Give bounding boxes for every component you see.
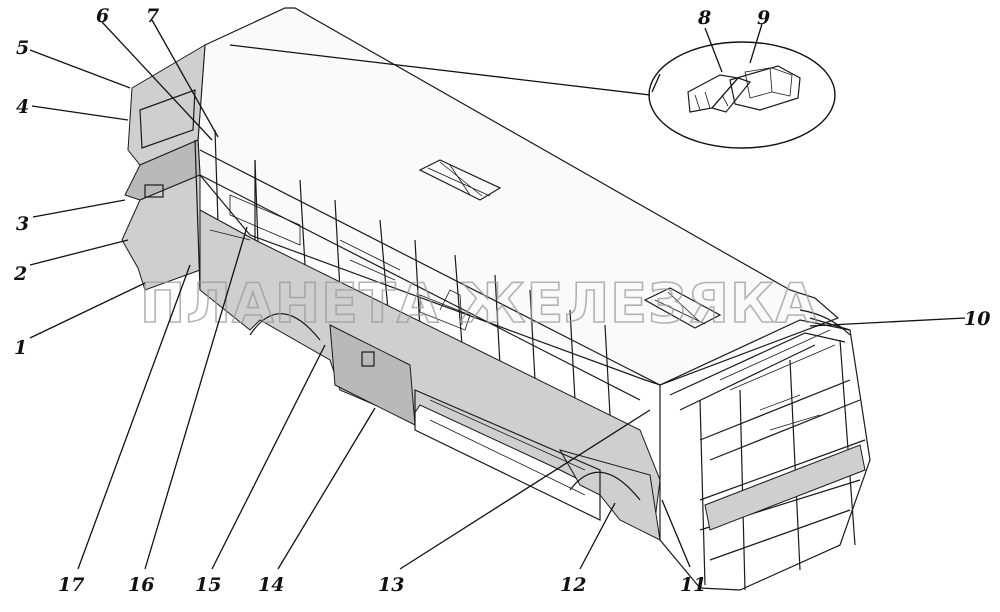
callout-15: 15 — [195, 574, 221, 596]
side-lower-skin — [199, 209, 661, 521]
detail-inset — [229, 41, 836, 149]
interior-frame — [209, 194, 471, 331]
callout-11: 11 — [680, 574, 706, 596]
roof-profile-detail — [687, 65, 801, 113]
callout-10: 10 — [964, 308, 990, 330]
callout-3: 3 — [16, 213, 29, 235]
roof-hatch-front — [418, 159, 502, 201]
callout-14: 14 — [258, 574, 284, 596]
callout-4: 4 — [16, 96, 29, 118]
roof-hatch-rear — [643, 287, 722, 329]
front-mask — [124, 139, 201, 201]
callout-17: 17 — [58, 574, 84, 596]
callout-1: 1 — [14, 337, 27, 359]
callout-9: 9 — [757, 7, 770, 29]
callout-13: 13 — [378, 574, 404, 596]
rear-frame — [659, 309, 871, 591]
callout-5: 5 — [16, 37, 29, 59]
window-pillars — [254, 159, 611, 416]
watermark-text: ПЛАНЕТА ЖЕЛЕЗЯКА — [140, 272, 818, 335]
bus-body — [121, 7, 871, 591]
callout-6: 6 — [96, 5, 109, 27]
callout-2: 2 — [13, 263, 27, 285]
leader-lines — [29, 19, 966, 570]
callout-16: 16 — [128, 574, 154, 596]
callout-12: 12 — [560, 574, 586, 596]
callout-7: 7 — [146, 5, 159, 27]
rear-side-skin — [558, 449, 661, 541]
callout-numbers: 1 2 3 4 5 6 7 8 9 10 11 12 13 14 15 16 1… — [13, 5, 990, 596]
callout-8: 8 — [697, 7, 711, 29]
